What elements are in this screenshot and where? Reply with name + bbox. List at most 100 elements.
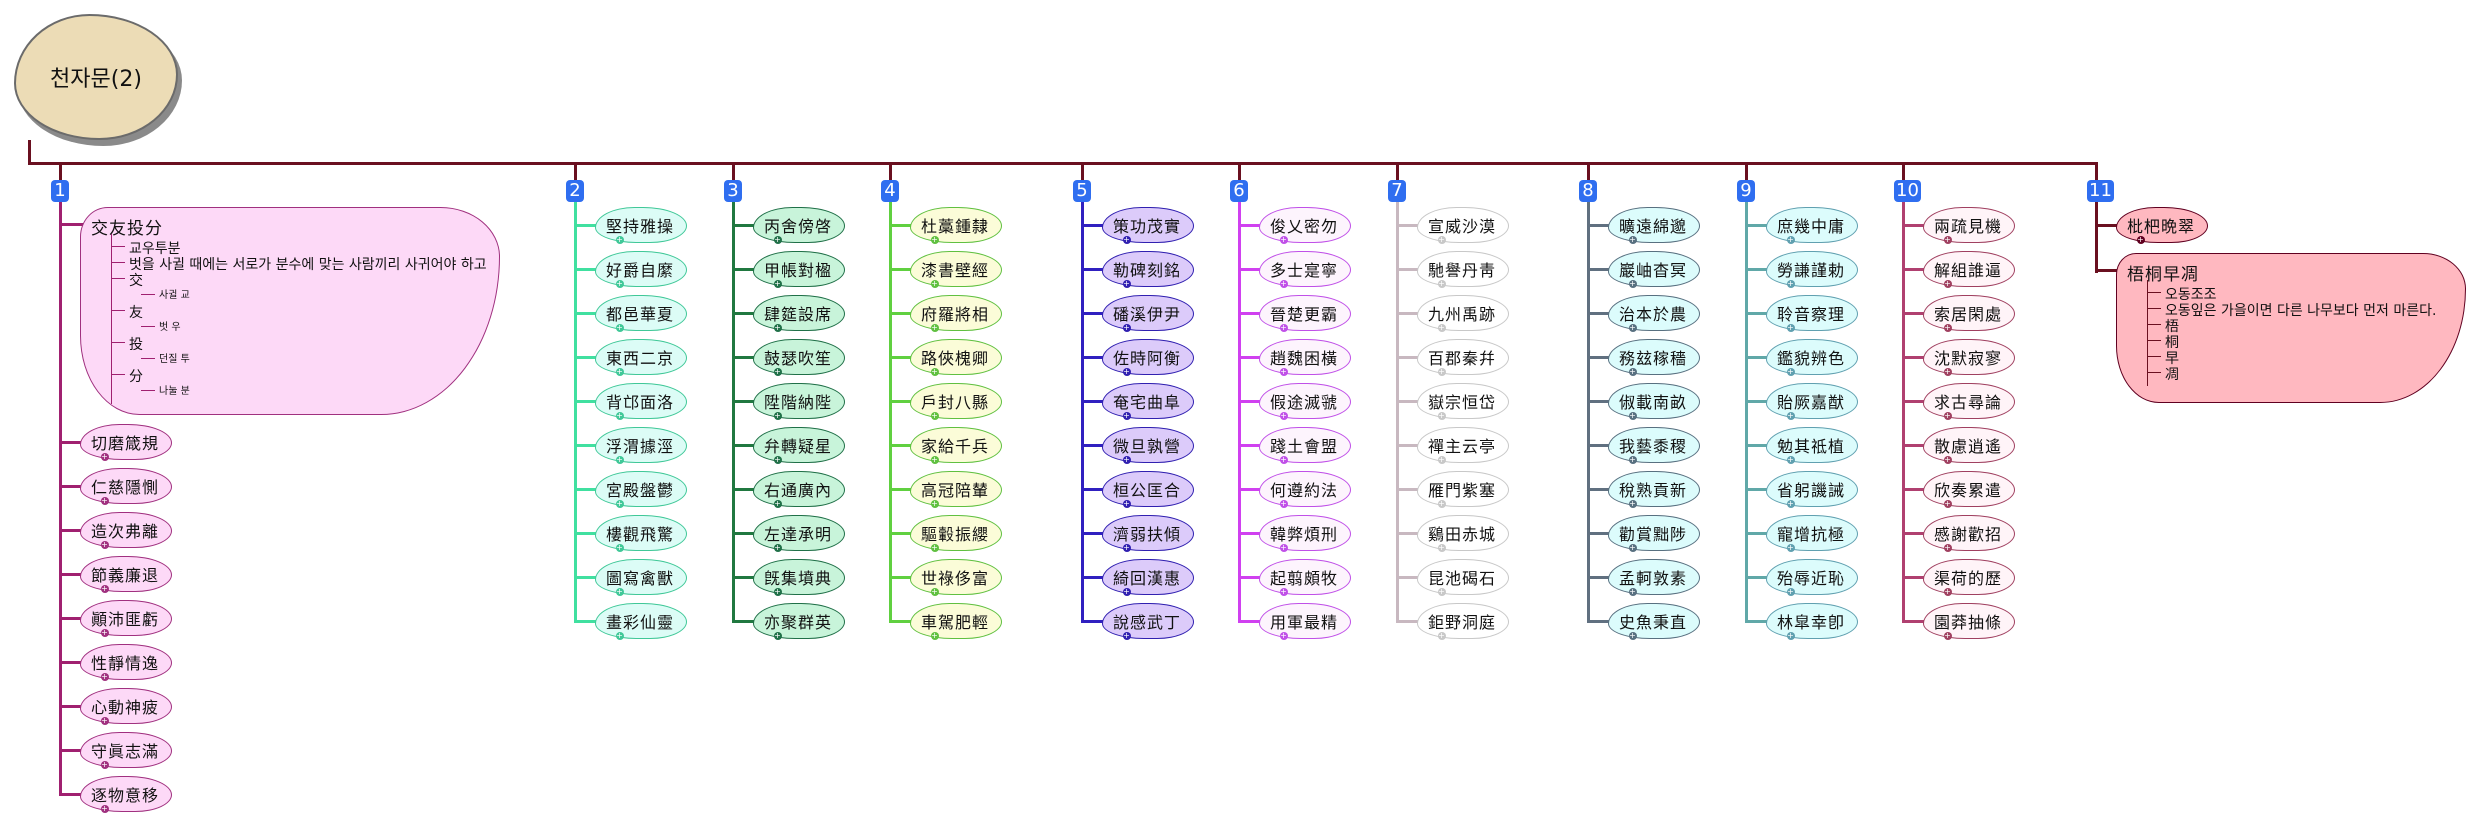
expand-plus-icon[interactable]: + bbox=[1123, 455, 1131, 464]
subtopic[interactable]: 凋 bbox=[2165, 367, 2179, 383]
expand-plus-icon[interactable]: + bbox=[1944, 323, 1952, 332]
topic-node[interactable]: 府羅將相+ bbox=[910, 295, 1002, 332]
topic-node[interactable]: 綺回漢惠+ bbox=[1102, 559, 1194, 596]
topic-node[interactable]: 勞謙謹勅+ bbox=[1766, 251, 1858, 288]
expand-plus-icon[interactable]: + bbox=[1280, 587, 1288, 596]
topic-node[interactable]: 兩疏見機+ bbox=[1923, 207, 2015, 244]
expand-plus-icon[interactable]: + bbox=[616, 323, 624, 332]
topic-node[interactable]: 守眞志滿+ bbox=[80, 732, 172, 769]
topic-node[interactable]: 畫彩仙靈+ bbox=[595, 603, 687, 640]
topic-node[interactable]: 省躬譏誡+ bbox=[1766, 471, 1858, 508]
branch-number-badge[interactable]: 5 bbox=[1073, 180, 1091, 202]
topic-node[interactable]: 趙魏困橫+ bbox=[1259, 339, 1351, 376]
expand-plus-icon[interactable]: + bbox=[616, 279, 624, 288]
topic-node[interactable]: 杜藁鍾隸+ bbox=[910, 207, 1002, 244]
sub-subtopic[interactable]: 벗 우 bbox=[159, 322, 181, 333]
topic-node[interactable]: 路俠槐卿+ bbox=[910, 339, 1002, 376]
topic-node[interactable]: 好爵自縻+ bbox=[595, 251, 687, 288]
expand-plus-icon[interactable]: + bbox=[774, 587, 782, 596]
branch-number-badge[interactable]: 8 bbox=[1579, 180, 1597, 202]
topic-node[interactable]: 世祿侈富+ bbox=[910, 559, 1002, 596]
topic-node[interactable]: 樓觀飛驚+ bbox=[595, 515, 687, 552]
topic-node[interactable]: 馳譽丹靑+ bbox=[1417, 251, 1509, 288]
topic-node[interactable]: 宮殿盤鬱+ bbox=[595, 471, 687, 508]
expand-plus-icon[interactable]: + bbox=[1944, 587, 1952, 596]
topic-node[interactable]: 俶載南畝+ bbox=[1608, 383, 1700, 420]
expand-plus-icon[interactable]: + bbox=[101, 628, 109, 637]
expand-plus-icon[interactable]: + bbox=[1280, 499, 1288, 508]
topic-node[interactable]: 圖寫禽獸+ bbox=[595, 559, 687, 596]
topic-node[interactable]: 假途滅虢+ bbox=[1259, 383, 1351, 420]
expand-plus-icon[interactable]: + bbox=[1944, 631, 1952, 640]
topic-node[interactable]: 鉅野洞庭+ bbox=[1417, 603, 1509, 640]
topic-node[interactable]: 韓弊煩刑+ bbox=[1259, 515, 1351, 552]
expand-plus-icon[interactable]: + bbox=[1280, 455, 1288, 464]
topic-node[interactable]: 濟弱扶傾+ bbox=[1102, 515, 1194, 552]
topic-node[interactable]: 我藝黍稷+ bbox=[1608, 427, 1700, 464]
topic-node[interactable]: 百郡秦幷+ bbox=[1417, 339, 1509, 376]
expand-plus-icon[interactable]: + bbox=[1280, 367, 1288, 376]
subtopic[interactable]: 投 bbox=[129, 337, 143, 353]
topic-node[interactable]: 枇杷晩翠+ bbox=[2116, 207, 2208, 244]
topic-node[interactable]: 節義廉退+ bbox=[80, 556, 172, 593]
topic-node[interactable]: 園莽抽條+ bbox=[1923, 603, 2015, 640]
expand-plus-icon[interactable]: + bbox=[1787, 323, 1795, 332]
topic-node[interactable]: 高冠陪輦+ bbox=[910, 471, 1002, 508]
expand-plus-icon[interactable]: + bbox=[1787, 411, 1795, 420]
expand-plus-icon[interactable]: + bbox=[1787, 279, 1795, 288]
expand-plus-icon[interactable]: + bbox=[1787, 235, 1795, 244]
expand-plus-icon[interactable]: + bbox=[1123, 279, 1131, 288]
expand-plus-icon[interactable]: + bbox=[1438, 411, 1446, 420]
expand-plus-icon[interactable]: + bbox=[101, 760, 109, 769]
topic-node[interactable]: 甲帳對楹+ bbox=[753, 251, 845, 288]
subtopic[interactable]: 友 bbox=[129, 305, 143, 321]
expand-plus-icon[interactable]: + bbox=[931, 455, 939, 464]
expand-plus-icon[interactable]: + bbox=[1438, 455, 1446, 464]
expand-plus-icon[interactable]: + bbox=[1438, 323, 1446, 332]
expand-plus-icon[interactable]: + bbox=[616, 499, 624, 508]
expand-plus-icon[interactable]: + bbox=[774, 543, 782, 552]
subtopic[interactable]: 早 bbox=[2165, 351, 2179, 367]
expand-plus-icon[interactable]: + bbox=[774, 499, 782, 508]
topic-node[interactable]: 鼓瑟吹笙+ bbox=[753, 339, 845, 376]
topic-node[interactable]: 起翦頗牧+ bbox=[1259, 559, 1351, 596]
topic-node[interactable]: 殆辱近恥+ bbox=[1766, 559, 1858, 596]
expand-plus-icon[interactable]: + bbox=[1629, 499, 1637, 508]
topic-node[interactable]: 左達承明+ bbox=[753, 515, 845, 552]
expand-plus-icon[interactable]: + bbox=[774, 279, 782, 288]
expand-plus-icon[interactable]: + bbox=[1944, 499, 1952, 508]
expand-plus-icon[interactable]: + bbox=[1944, 279, 1952, 288]
expand-plus-icon[interactable]: + bbox=[1280, 411, 1288, 420]
expand-plus-icon[interactable]: + bbox=[774, 323, 782, 332]
expand-plus-icon[interactable]: + bbox=[1123, 587, 1131, 596]
expand-plus-icon[interactable]: + bbox=[1438, 587, 1446, 596]
branch-number-badge[interactable]: 4 bbox=[881, 180, 899, 202]
topic-node[interactable]: 多士寔寧+ bbox=[1259, 251, 1351, 288]
branch-number-badge[interactable]: 2 bbox=[566, 180, 584, 202]
expand-plus-icon[interactable]: + bbox=[1438, 367, 1446, 376]
expand-plus-icon[interactable]: + bbox=[1438, 543, 1446, 552]
expand-plus-icon[interactable]: + bbox=[101, 804, 109, 813]
topic-node[interactable]: 驅轂振纓+ bbox=[910, 515, 1002, 552]
topic-node[interactable]: 漆書壁經+ bbox=[910, 251, 1002, 288]
topic-node[interactable]: 奄宅曲阜+ bbox=[1102, 383, 1194, 420]
subtopic[interactable]: 梧 bbox=[2165, 319, 2179, 335]
expand-plus-icon[interactable]: + bbox=[1944, 367, 1952, 376]
expand-plus-icon[interactable]: + bbox=[1944, 455, 1952, 464]
expand-plus-icon[interactable]: + bbox=[1438, 235, 1446, 244]
topic-node[interactable]: 弁轉疑星+ bbox=[753, 427, 845, 464]
branch-number-badge[interactable]: 6 bbox=[1230, 180, 1248, 202]
expand-plus-icon[interactable]: + bbox=[931, 367, 939, 376]
topic-node[interactable]: 禪主云亭+ bbox=[1417, 427, 1509, 464]
topic-node[interactable]: 勉其祗植+ bbox=[1766, 427, 1858, 464]
expand-plus-icon[interactable]: + bbox=[1438, 631, 1446, 640]
topic-node[interactable]: 務玆稼穡+ bbox=[1608, 339, 1700, 376]
topic-node[interactable]: 沈默寂寥+ bbox=[1923, 339, 2015, 376]
topic-node[interactable]: 桓公匡合+ bbox=[1102, 471, 1194, 508]
expand-plus-icon[interactable]: + bbox=[1944, 235, 1952, 244]
topic-node[interactable]: 俊乂密勿+ bbox=[1259, 207, 1351, 244]
topic-node[interactable]: 磻溪伊尹+ bbox=[1102, 295, 1194, 332]
expand-plus-icon[interactable]: + bbox=[616, 455, 624, 464]
sub-subtopic[interactable]: 던질 투 bbox=[159, 354, 190, 365]
topic-node[interactable]: 寵增抗極+ bbox=[1766, 515, 1858, 552]
